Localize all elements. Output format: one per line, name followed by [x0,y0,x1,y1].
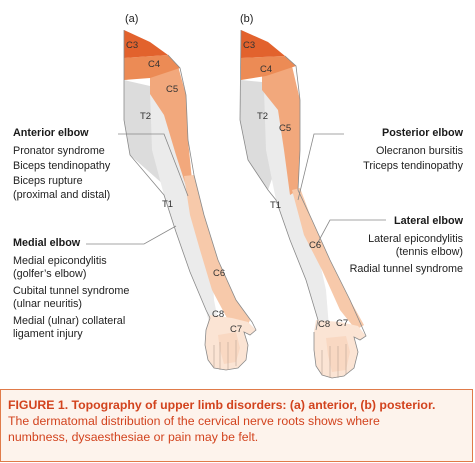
medial-elbow-item: ligament injury [13,328,83,340]
panel-label-b: (b) [240,13,254,25]
figure-caption: FIGURE 1. Topography of upper limb disor… [0,389,473,462]
leader-anterior [118,133,189,197]
posterior-elbow-item: Olecranon bursitis [375,145,463,157]
anterior-elbow-item: Biceps tendinopathy [13,160,111,172]
medial-elbow-heading: Medial elbow [13,237,81,249]
leader-lines [86,133,386,247]
arm-a-label-t1: T1 [162,199,174,210]
arm-a-t1-region [150,90,220,345]
arm-a-fingers [213,340,237,370]
arm-b-label-c5: C5 [279,123,292,134]
arm-a-label-c5: C5 [166,84,179,95]
arm-a-label-c7: C7 [230,324,243,335]
panel-label-a: (a) [125,13,139,25]
caption-line-2: The dermatomal distribution of the cervi… [8,414,380,428]
arm-a-label-c8: C8 [212,309,225,320]
medial-elbow-item: (golfer’s elbow) [13,268,87,280]
anterior-elbow-item: Biceps rupture [13,175,83,187]
arm-a-label-c4: C4 [148,59,161,70]
lateral-elbow-item: Radial tunnel syndrome [349,263,463,275]
caption-line-3: numbness, dysaesthesiae or pain may be f… [8,430,259,444]
arm-a-label-t2: T2 [140,111,152,122]
arm-b-label-t1: T1 [270,200,282,211]
arm-anterior [123,30,257,371]
arm-b-label-c6: C6 [309,240,322,251]
arm-a-label-c6: C6 [213,268,226,279]
arm-a-c5-region [150,66,192,186]
arm-a-c6-region [184,175,250,330]
arm-b-label-c4: C4 [260,64,273,75]
arm-b-label-c3: C3 [243,40,256,51]
arm-a-c4-region [124,55,180,80]
arm-posterior [239,29,367,379]
arm-b-c6-region [292,188,364,330]
anterior-elbow-item: Pronator syndrome [13,145,105,157]
medial-elbow-item: Cubital tunnel syndrome [13,285,130,297]
anterior-elbow-item: (proximal and distal) [13,189,111,201]
posterior-elbow-heading: Posterior elbow [382,127,463,139]
arm-b-label-c8: C8 [318,319,331,330]
arm-b-t1-region [264,90,330,360]
leader-posterior [297,133,344,201]
arm-a-c3-region [124,30,168,58]
arm-b-c3-region [241,30,285,58]
lateral-elbow-item: Lateral epicondylitis [368,233,463,245]
caption-line-1: FIGURE 1. Topography of upper limb disor… [8,398,436,412]
arm-b-fingers [321,344,347,378]
medial-elbow-item: Medial (ulnar) collateral [13,315,126,327]
arm-a-outline [123,30,257,371]
leader-lateral [315,219,386,247]
medial-elbow-item: (ulnar neuritis) [13,298,83,310]
arm-b-c4-region [241,56,296,80]
arm-a-c7-region [218,332,240,364]
lateral-elbow-item: (tennis elbow) [395,246,463,258]
leader-medial [86,225,177,245]
dermatome-diagram [86,29,386,379]
medial-elbow-item: Medial epicondylitis [13,255,107,267]
arm-b-label-c7: C7 [336,318,349,329]
arm-a-label-c3: C3 [126,40,139,51]
lateral-elbow-heading: Lateral elbow [394,215,463,227]
anterior-elbow-heading: Anterior elbow [13,127,89,139]
arm-b-c5-region [262,66,300,195]
posterior-elbow-item: Triceps tendinopathy [363,160,463,172]
arm-b-label-t2: T2 [257,111,269,122]
